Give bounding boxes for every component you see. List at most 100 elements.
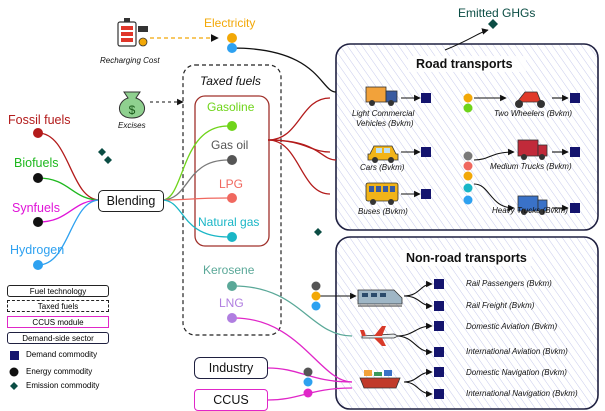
flow-electricity-road: [231, 47, 337, 93]
dot-tr-b: [463, 161, 473, 171]
emission-leaf-icon-nonroad: [314, 228, 322, 236]
source-biofuels-label: Biofuels: [14, 156, 59, 170]
gasoline-label: Gasoline: [207, 100, 255, 114]
heavy-trucks-label: Heavy Trucks (Bvkm): [492, 206, 568, 215]
dot-lng: [227, 313, 237, 323]
legend-fuel-technology: Fuel technology: [7, 285, 109, 297]
legend-demand-side-sector: Demand-side sector: [7, 332, 109, 344]
legend-emission-commodity: Emission commodity: [26, 381, 100, 390]
taxed-fuels-inner-box: [194, 95, 270, 247]
delivery-van-icon: [365, 86, 398, 106]
blending-box: Blending: [98, 190, 164, 212]
sq-rail-pass: [434, 279, 444, 289]
flow-nav-int: [403, 381, 433, 398]
buses-label: Buses (Bvkm): [358, 207, 408, 216]
excises-label: Excises: [118, 121, 146, 130]
taxed-fuels-title: Taxed fuels: [200, 74, 261, 88]
dot-tr-d: [463, 183, 473, 193]
dot-tr-a: [463, 151, 473, 161]
dot-natgas: [227, 232, 237, 242]
dot-2w-a: [463, 93, 473, 103]
lcv-label-line2: Vehicles (Bvkm): [356, 119, 414, 128]
dot-tr-c: [463, 171, 473, 181]
energy-commodity-legend-swatch: [9, 367, 19, 377]
dot-ind-c: [303, 388, 313, 398]
medium-truck-icon: [517, 139, 548, 160]
dot-ind-a: [303, 367, 313, 377]
dot-lpg: [227, 193, 237, 203]
energy-commodity-dots: [33, 33, 473, 398]
international-navigation-label: International Navigation (Bvkm): [466, 389, 578, 398]
source-synfuels-label: Synfuels: [12, 201, 60, 215]
flow-blending-natgas: [161, 199, 229, 238]
emission-leaf-icon-ghg: [488, 19, 498, 29]
rail-passengers-label: Rail Passengers (Bvkm): [466, 279, 552, 288]
road-transports-title: Road transports: [416, 57, 513, 71]
scooter-icon: [515, 91, 545, 108]
train-icon: [357, 289, 403, 307]
sq-av-int: [434, 347, 444, 357]
legend-demand-commodity: Demand commodity: [26, 350, 98, 359]
kerosene-label: Kerosene: [203, 263, 255, 277]
bus-icon: [365, 182, 399, 205]
ship-icon: [359, 370, 401, 389]
legend-taxed-fuels: Taxed fuels: [7, 300, 109, 312]
airplane-icon: [360, 326, 399, 346]
flow-blending-gasoil: [161, 159, 229, 201]
sq-buses: [421, 189, 431, 199]
lpg-label: LPG: [219, 177, 244, 191]
sq-mt: [570, 147, 580, 157]
legend-ccus-module: CCUS module: [7, 316, 109, 328]
flow-synfuels-blending: [37, 199, 101, 223]
dot-gasoline: [227, 121, 237, 131]
dot-2w-b: [463, 103, 473, 113]
gas-oil-label: Gas oil: [211, 138, 249, 152]
dot-gasoil: [227, 155, 237, 165]
flow-ghg-out: [444, 28, 489, 51]
dot-rail-c: [311, 301, 321, 311]
flow-av-int: [395, 335, 433, 356]
dot-ind-b: [303, 377, 313, 387]
international-aviation-label: International Aviation (Bvkm): [466, 347, 568, 356]
dot-electricity: [227, 33, 237, 43]
money-bag-icon: $: [119, 91, 145, 119]
sq-rail-freight: [434, 301, 444, 311]
dot-kerosene: [227, 281, 237, 291]
flow-hydrogen-blending: [37, 199, 101, 266]
flow-lng-navigation: [233, 317, 353, 383]
sq-nav-dom: [434, 367, 444, 377]
cars-label: Cars (Bvkm): [360, 163, 405, 172]
dot-rail-b: [311, 291, 321, 301]
emission-commodity-icon-legend: [10, 382, 18, 390]
sq-2w: [570, 93, 580, 103]
nonroad-transports-box: [335, 236, 599, 410]
industry-box: Industry: [194, 357, 268, 379]
rail-freight-label: Rail Freight (Bvkm): [466, 301, 535, 310]
sq-lcv: [421, 93, 431, 103]
dot-biofuels: [33, 173, 43, 183]
dot-synfuels: [33, 217, 43, 227]
legend-energy-commodity: Energy commodity: [26, 367, 93, 376]
dot-electricity-2: [227, 43, 237, 53]
flow-fossil-blending: [37, 132, 101, 201]
flow-biofuels-blending: [37, 177, 101, 201]
flow-av-dom: [395, 322, 433, 337]
natural-gas-label: Natural gas: [198, 215, 260, 229]
ccus-box: CCUS: [194, 389, 268, 411]
dot-hydrogen: [33, 260, 43, 270]
dot-rail-a: [311, 281, 321, 291]
recharging-cost-label: Recharging Cost: [100, 56, 160, 65]
domestic-navigation-label: Domestic Navigation (Bvkm): [466, 368, 567, 377]
demand-commodity-legend-swatch: [10, 351, 19, 360]
two-wheelers-label: Two Wheelers (Bvkm): [494, 109, 573, 118]
car-icon: [367, 145, 399, 163]
flow-kerosene-aviation: [233, 285, 353, 337]
nonroad-transports-title: Non-road transports: [406, 251, 527, 265]
lcv-label-line1: Light Commercial: [352, 109, 415, 118]
demand-commodity-squares: [421, 93, 580, 399]
emitted-ghgs-label: Emitted GHGs: [458, 6, 536, 20]
electricity-label: Electricity: [204, 16, 256, 30]
medium-trucks-label: Medium Trucks (Bvkm): [490, 162, 572, 171]
heavy-truck-icon: [517, 195, 548, 215]
